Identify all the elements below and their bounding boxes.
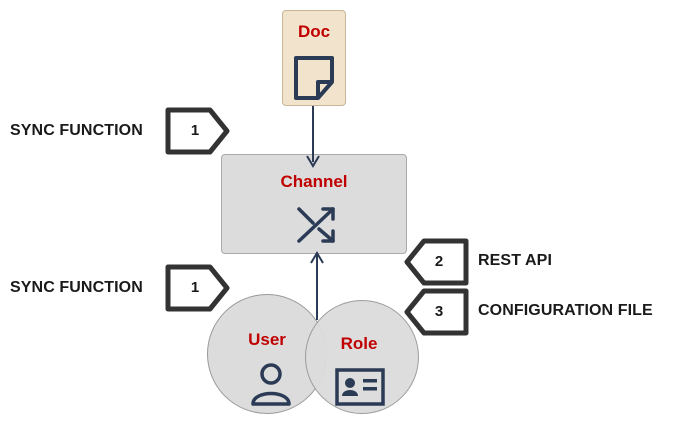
- doc-to-channel-arrow: [306, 106, 320, 168]
- user-role-to-channel-arrow: [310, 251, 324, 320]
- role-node: [305, 300, 419, 414]
- callout-label: REST API: [478, 252, 552, 269]
- callout-label: CONFIGURATION FILE: [478, 302, 653, 319]
- callout-number: 1: [190, 279, 200, 296]
- callout-label: SYNC FUNCTION: [10, 279, 143, 296]
- role-title: Role: [340, 334, 378, 353]
- channel-title: Channel: [280, 172, 348, 191]
- user-title: User: [248, 330, 286, 349]
- callout-label: SYNC FUNCTION: [10, 122, 143, 139]
- callout-number: 3: [434, 303, 444, 320]
- sticky-note-icon: [294, 56, 334, 100]
- callout-tag-3: [404, 288, 469, 336]
- callout-tag-2: [404, 238, 469, 286]
- doc-title: Doc: [297, 22, 331, 41]
- callout-tag-1a: [165, 107, 230, 155]
- callout-tag-1b: [165, 264, 230, 312]
- callout-number: 1: [190, 122, 200, 139]
- callout-number: 2: [434, 253, 444, 270]
- shuffle-icon: [297, 207, 335, 243]
- id-card-icon: [335, 368, 385, 406]
- person-icon: [251, 363, 291, 406]
